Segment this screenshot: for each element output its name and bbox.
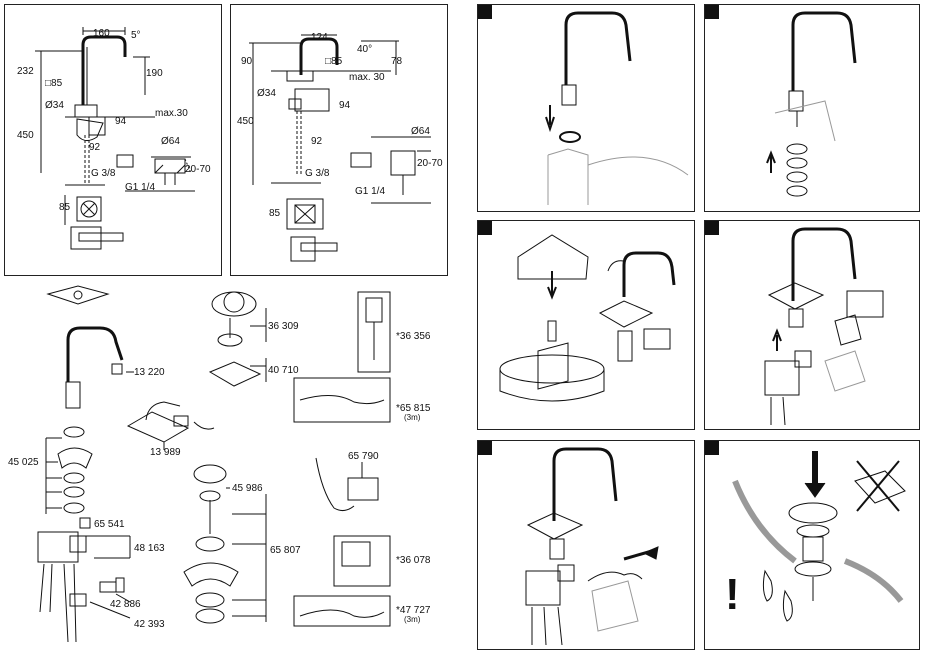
install-step-2 [704, 4, 920, 212]
dim-height-450: 450 [237, 117, 254, 127]
dim-height-94: 94 [339, 101, 350, 111]
part-65815-length: (3m) [404, 414, 420, 422]
dim-max-30: max.30 [155, 109, 188, 119]
dim-dia-64: Ø64 [411, 127, 430, 137]
faucet-dimension-svg [5, 5, 223, 277]
part-47727-length: (3m) [404, 616, 420, 624]
part-36309: 36 309 [268, 322, 299, 332]
part-45986: 45 986 [232, 484, 263, 494]
part-13989: 13 989 [150, 448, 181, 458]
part-48163: 48 163 [134, 544, 165, 554]
dim-max-30: max. 30 [349, 73, 385, 83]
step-2-illustration [705, 5, 921, 213]
spare-parts-svg [4, 282, 448, 656]
step-5-illustration [478, 441, 696, 651]
dim-thread-g38: G 3/8 [91, 169, 115, 179]
dim-range-20-70: 20-70 [185, 165, 211, 175]
dim-height-94: 94 [115, 117, 126, 127]
part-40710: 40 710 [268, 366, 299, 376]
dimension-drawing-left: 160 5° 232 190 □85 Ø34 max.30 450 94 Ø64… [4, 4, 222, 276]
dim-thread-g114: G1 1/4 [125, 183, 155, 193]
dim-height-90: 90 [241, 57, 252, 67]
warning-exclamation: ! [725, 573, 740, 617]
step-6-illustration [705, 441, 921, 651]
dim-length-92: 92 [311, 137, 322, 147]
part-42393: 42 393 [134, 620, 165, 630]
dim-dia-64: Ø64 [161, 137, 180, 147]
part-65541: 65 541 [94, 520, 125, 530]
install-step-6: ! [704, 440, 920, 650]
dim-width-160: 160 [93, 29, 110, 39]
install-step-1 [477, 4, 695, 212]
dim-width-85: 85 [59, 203, 70, 213]
dim-width-124: 124 [311, 33, 328, 43]
dim-dia-34: Ø34 [257, 89, 276, 99]
dim-height-190: 190 [146, 69, 163, 79]
spare-parts-section: 13 220 13 989 36 309 40 710 *36 356 *65 … [4, 282, 448, 656]
part-42886: 42 886 [110, 600, 141, 610]
dim-square-85: □85 [325, 57, 342, 67]
install-step-4 [704, 220, 920, 430]
dim-height-78: 78 [391, 57, 402, 67]
dim-square-85: □85 [45, 79, 62, 89]
dim-height-450: 450 [17, 131, 34, 141]
step-4-illustration [705, 221, 921, 431]
part-36356: *36 356 [396, 332, 430, 342]
part-45025: 45 025 [8, 458, 39, 468]
dim-dia-34: Ø34 [45, 101, 64, 111]
dim-angle-40: 40° [357, 45, 372, 55]
dim-width-85: 85 [269, 209, 280, 219]
dim-height-232: 232 [17, 67, 34, 77]
faucet-dimension-svg-2 [231, 5, 449, 277]
dimension-drawing-right: 124 40° 90 78 □85 max. 30 Ø34 94 450 Ø64… [230, 4, 448, 276]
part-36078: *36 078 [396, 556, 430, 566]
step-3-illustration [478, 221, 696, 431]
dim-angle-5: 5° [131, 31, 141, 41]
dim-length-92: 92 [89, 143, 100, 153]
install-step-3 [477, 220, 695, 430]
part-13220: 13 220 [134, 368, 165, 378]
dim-range-20-70: 20-70 [417, 159, 443, 169]
install-step-5 [477, 440, 695, 650]
step-1-illustration [478, 5, 696, 213]
part-65790: 65 790 [348, 452, 379, 462]
dim-thread-g38: G 3/8 [305, 169, 329, 179]
part-65807: 65 807 [270, 546, 301, 556]
dim-thread-g114: G1 1/4 [355, 187, 385, 197]
